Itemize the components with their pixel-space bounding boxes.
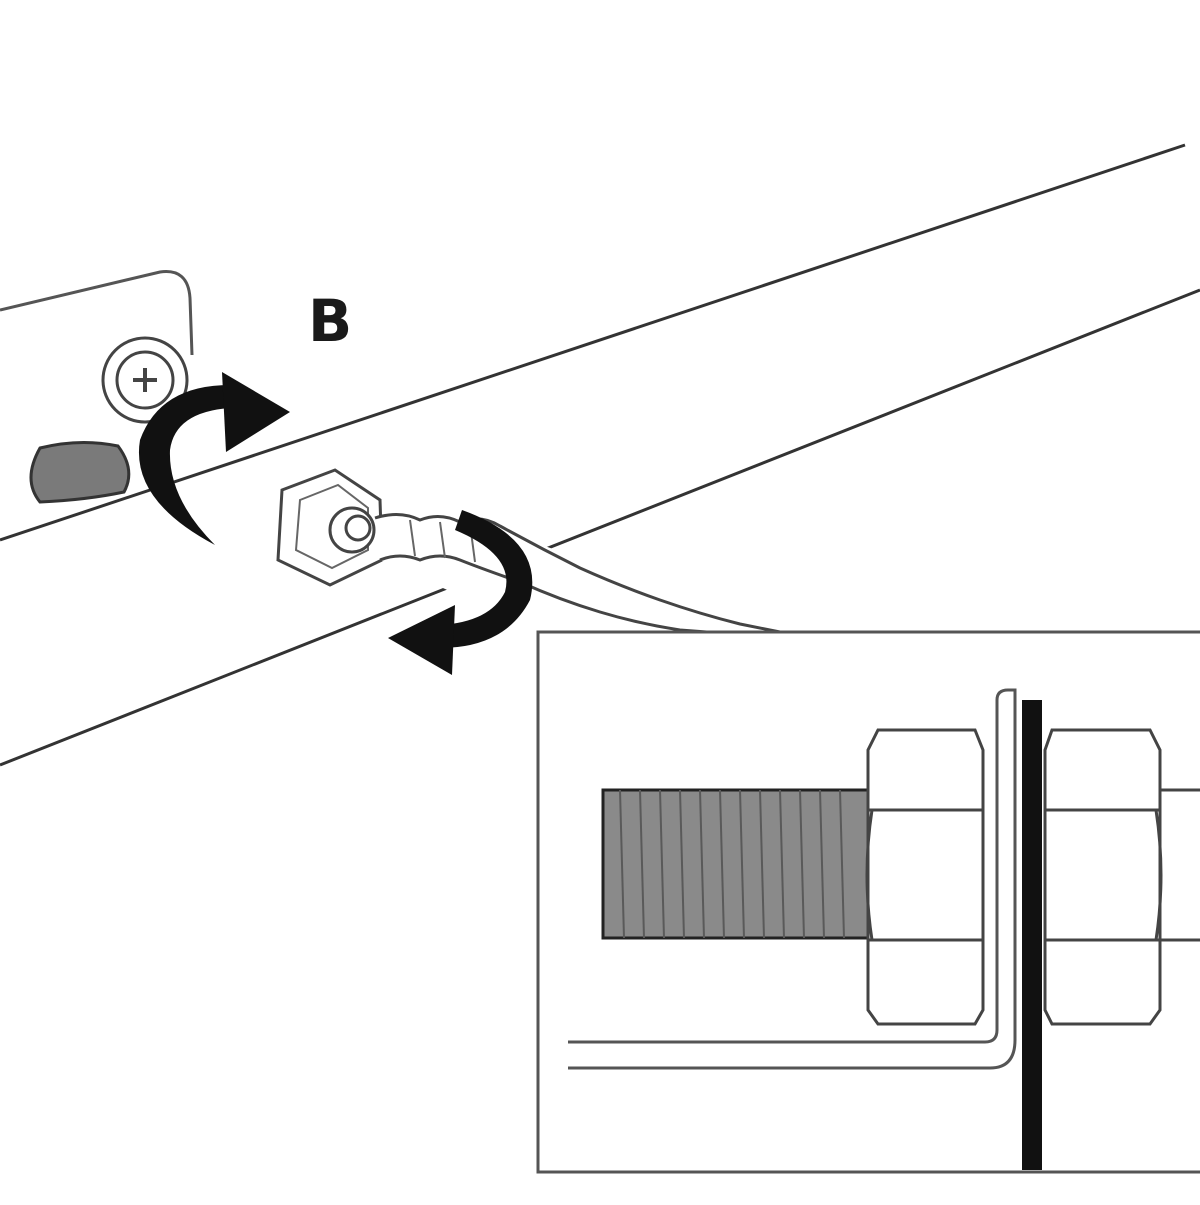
hex-nut bbox=[276, 468, 384, 587]
right-nut bbox=[1043, 728, 1163, 1026]
curved-arrow-counterclockwise-icon bbox=[388, 510, 533, 675]
rail bbox=[0, 143, 1200, 767]
threaded-stud bbox=[601, 788, 870, 940]
detail-inset bbox=[536, 630, 1200, 1174]
gray-tab bbox=[29, 440, 131, 504]
curved-arrow-clockwise-icon bbox=[138, 372, 290, 545]
rail-bottom-edge bbox=[0, 288, 1200, 767]
l-bracket bbox=[568, 688, 1017, 1070]
left-nut bbox=[865, 728, 985, 1026]
phillips-screw-icon bbox=[101, 336, 189, 424]
step-label: B bbox=[308, 287, 353, 355]
bracket-plate bbox=[0, 270, 194, 356]
panel-section bbox=[1022, 700, 1042, 1170]
rod-continuation bbox=[1160, 788, 1200, 942]
rail-top-edge bbox=[0, 143, 1186, 542]
